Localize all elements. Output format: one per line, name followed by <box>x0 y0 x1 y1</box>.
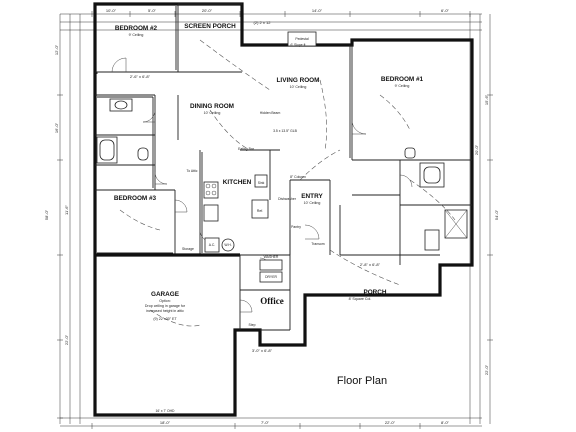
kitchen-label: KITCHEN <box>223 179 252 186</box>
garage-note2: Drop ceiling in garage for <box>145 304 186 308</box>
dining-room-ceiling: 10' Ceiling <box>204 111 221 115</box>
glb-label: 3.5 x 13.5" GLB <box>273 129 298 133</box>
dim-bottom-b: 7'-0" <box>261 420 270 425</box>
storage-label: Storage <box>182 247 194 251</box>
office-label: Office <box>260 296 283 306</box>
entry-ceiling: 10' Ceiling <box>304 201 321 205</box>
electrical-runs <box>119 39 456 327</box>
fixtures <box>96 31 468 283</box>
ac-label: A.C. <box>209 243 216 247</box>
wh-label: W.H. <box>224 243 231 247</box>
bedroom1-label: BEDROOM #1 <box>381 76 424 83</box>
living-room-ceiling: 10' Ceiling <box>290 85 307 89</box>
dim-top-b: 5'-0" <box>148 8 157 13</box>
sink-label: Sink <box>258 181 265 185</box>
slope-label: 6' Slope ft <box>291 43 306 47</box>
door-dim-a: 2'-6" x 6'-8" <box>130 74 151 79</box>
screen-porch-label: SCREEN PORCH <box>184 23 236 30</box>
dim-top-d: 14'-0" <box>312 8 323 13</box>
pantry-label: Pantry <box>291 225 301 229</box>
step-label: Step <box>249 323 256 327</box>
dim-bottom-a: 18'-0" <box>160 420 171 425</box>
dim-right-b: 20'-0" <box>474 144 479 155</box>
washer-label: WASHER <box>264 255 279 259</box>
garage-note3: increased height in attic <box>146 309 184 313</box>
hidden-beam-label: Hidden Beam <box>260 111 281 115</box>
garage-note1: Option: <box>159 299 171 303</box>
door-swings <box>111 57 413 313</box>
dim-bottom-d: 8'-0" <box>441 420 450 425</box>
pedestal-label: Pedestal <box>295 37 308 41</box>
dim-left-d: 58'-0" <box>44 209 49 220</box>
dim-left-b: 16'-0" <box>54 122 59 133</box>
garage-label: GARAGE <box>151 291 180 298</box>
interior-walls <box>95 3 472 331</box>
dining-room-label: DINING ROOM <box>190 103 234 110</box>
bedroom3-label: BEDROOM #3 <box>114 195 157 202</box>
dim-top-e: 6'-0" <box>441 8 450 13</box>
dimension-lines <box>57 11 493 429</box>
dim-top-a: 10'-0" <box>106 8 117 13</box>
garage-note4: (9) 22"x30" ET <box>153 317 177 321</box>
entry-label: ENTRY <box>301 193 323 200</box>
dim-bottom-c: 22'-0" <box>385 420 396 425</box>
bedroom2-label: BEDROOM #2 <box>115 25 158 32</box>
bedroom2-ceiling: 9' Ceiling <box>129 33 144 37</box>
door-dim-c: 3'-0" x 6'-8" <box>252 348 273 353</box>
dim-left-c: 11'-6" <box>64 204 69 214</box>
dim-right-c: 54'-0" <box>494 209 499 220</box>
door-dim-b: 2'-8" x 6'-8" <box>360 262 381 267</box>
dim-right-a: 15'-6" <box>484 94 489 105</box>
dim-left-e: 22'-0" <box>64 334 69 345</box>
porch-label: PORCH <box>363 289 386 296</box>
to-attic-label: To Attic <box>187 169 198 173</box>
porch-note: 8' Square Col. <box>349 297 372 301</box>
dim-top-c: 20'-0" <box>202 8 213 13</box>
window-note: (2) 2 x 12 <box>254 20 272 25</box>
dryer-label: DRYER <box>265 275 277 279</box>
plan-title: Floor Plan <box>337 375 387 387</box>
transom-label: Transom <box>311 242 324 246</box>
dim-right-d: 22'-0" <box>484 364 489 375</box>
living-room-label: LIVING ROOM <box>277 77 320 84</box>
dishwasher-label: Dishwasher <box>278 197 297 201</box>
exterior-walls <box>93 2 474 417</box>
bedroom1-ceiling: 9' Ceiling <box>395 84 410 88</box>
ref-label: Ref. <box>257 209 263 213</box>
eating-bar-label: Eating Bar <box>238 147 255 151</box>
ohd-label: 16' x 7' OHD <box>155 409 175 413</box>
column-label: 8" Column <box>290 175 306 179</box>
dim-left-a: 12'-0" <box>54 44 59 55</box>
